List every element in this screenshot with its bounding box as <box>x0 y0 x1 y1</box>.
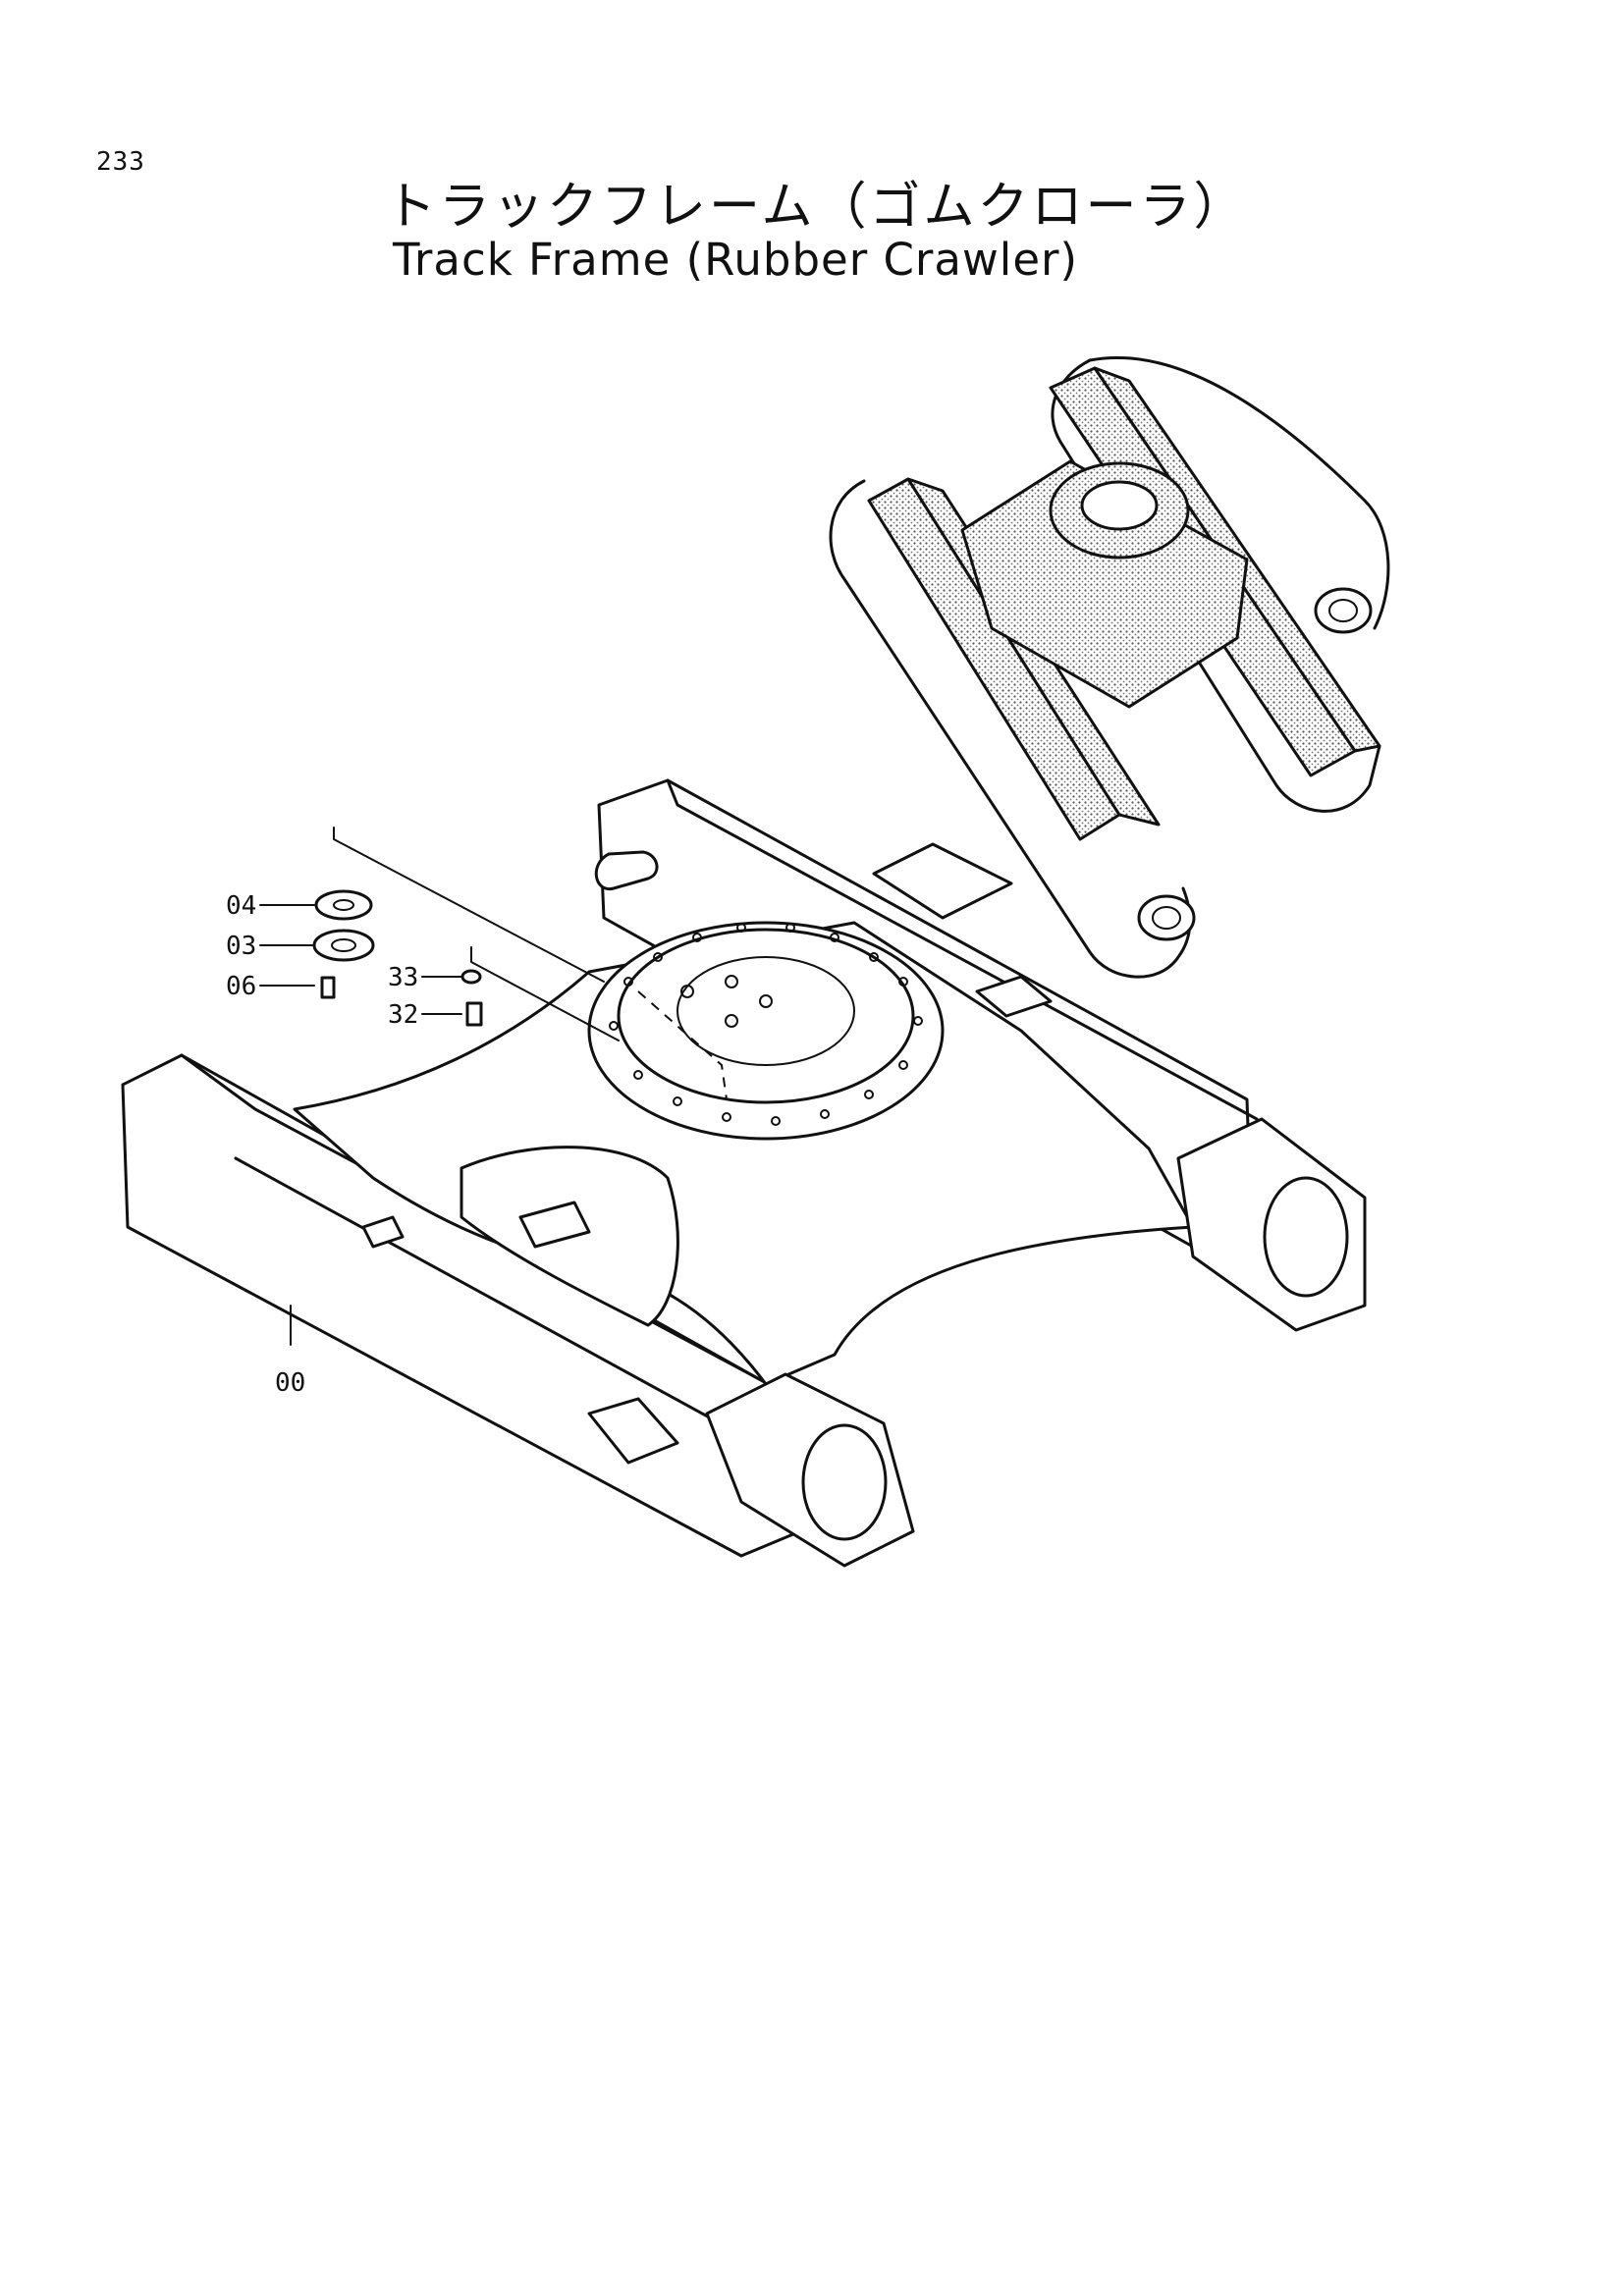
main-frame-illustration <box>121 778 1367 1568</box>
title-japanese: トラックフレーム（ゴムクローラ） <box>385 178 1248 237</box>
part-03-cover <box>312 929 375 962</box>
part-33-washer <box>460 969 482 985</box>
callout-00: 00 <box>275 1368 305 1398</box>
callout-03: 03 <box>226 932 256 961</box>
bracket-right-bore <box>1263 1176 1349 1298</box>
guard-plate-far <box>872 842 1013 920</box>
track-outline-left <box>829 479 1192 979</box>
cover-plate-bottom <box>518 1201 591 1249</box>
callout-06: 06 <box>226 972 256 1001</box>
cover-plate-top <box>975 975 1053 1018</box>
bracket-left-bore <box>801 1423 888 1541</box>
overview-illustration <box>829 355 1390 979</box>
callout-32: 32 <box>388 1000 418 1030</box>
track-outline-right-top <box>1088 355 1390 630</box>
callout-leaders <box>259 827 620 1346</box>
overview-boss-left <box>1137 894 1196 941</box>
step-plate-near <box>587 1397 679 1465</box>
swing-circle-bolt-holes <box>609 923 923 1126</box>
part-06-bolt <box>320 976 336 999</box>
drain-hole <box>361 1215 405 1249</box>
slot-far <box>594 850 659 890</box>
callout-labels: 04 03 06 33 32 00 <box>226 891 418 1398</box>
callout-04: 04 <box>226 891 256 921</box>
swing-circle-hub <box>676 956 855 1066</box>
part-04-gasket <box>314 889 373 921</box>
callout-33: 33 <box>388 963 418 992</box>
part-32-bolt <box>465 1001 483 1027</box>
swing-circle-inner <box>617 928 915 1104</box>
overview-boss-right <box>1314 587 1373 634</box>
page-number: 233 <box>96 147 145 177</box>
title-english: Track Frame (Rubber Crawler) <box>393 234 1079 286</box>
